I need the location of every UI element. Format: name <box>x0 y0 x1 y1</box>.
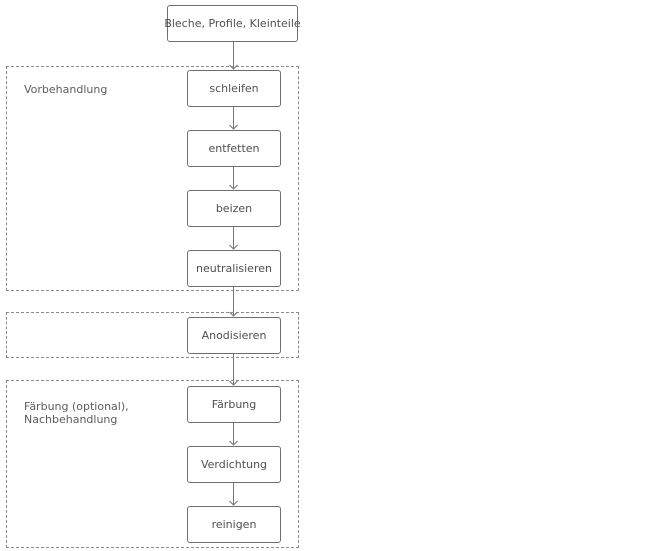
node-reinigen: reinigen <box>187 506 281 543</box>
group-label-nachbehandlung: Färbung (optional), Nachbehandlung <box>24 400 129 426</box>
node-schleifen: schleifen <box>187 70 281 107</box>
node-entfetten: entfetten <box>187 130 281 167</box>
node-anodisieren: Anodisieren <box>187 317 281 354</box>
node-verdichtung: Verdichtung <box>187 446 281 483</box>
group-vorbehandlung: Vorbehandlung <box>6 66 299 291</box>
group-nachbehandlung: Färbung (optional), Nachbehandlung <box>6 380 299 548</box>
node-faerbung: Färbung <box>187 386 281 423</box>
node-beizen: beizen <box>187 190 281 227</box>
group-label-vorbehandlung: Vorbehandlung <box>24 83 108 96</box>
node-neutralisieren: neutralisieren <box>187 250 281 287</box>
group-anodisieren <box>6 312 299 358</box>
node-input-materials: Bleche, Profile, Kleinteile <box>164 5 301 42</box>
